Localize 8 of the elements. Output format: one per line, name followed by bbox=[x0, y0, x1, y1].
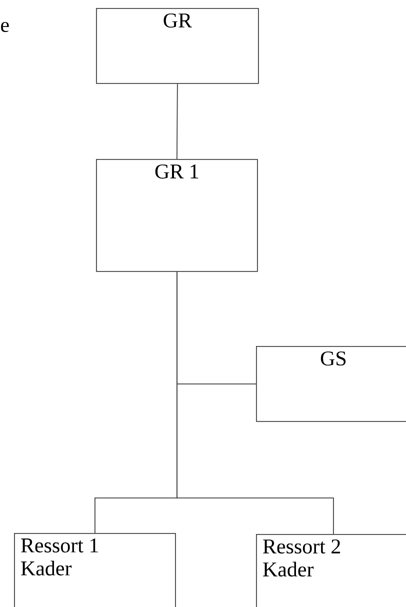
connector-line bbox=[176, 271, 334, 534]
org-box: GR 1 bbox=[96, 159, 258, 272]
text-fragment: e bbox=[1, 22, 9, 32]
org-box: Ressort 2 Kader bbox=[256, 534, 406, 607]
connector-line bbox=[176, 83, 178, 160]
org-box: GR bbox=[96, 8, 259, 84]
org-box: GS bbox=[256, 346, 406, 422]
org-box: Ressort 1 Kader bbox=[14, 533, 176, 607]
